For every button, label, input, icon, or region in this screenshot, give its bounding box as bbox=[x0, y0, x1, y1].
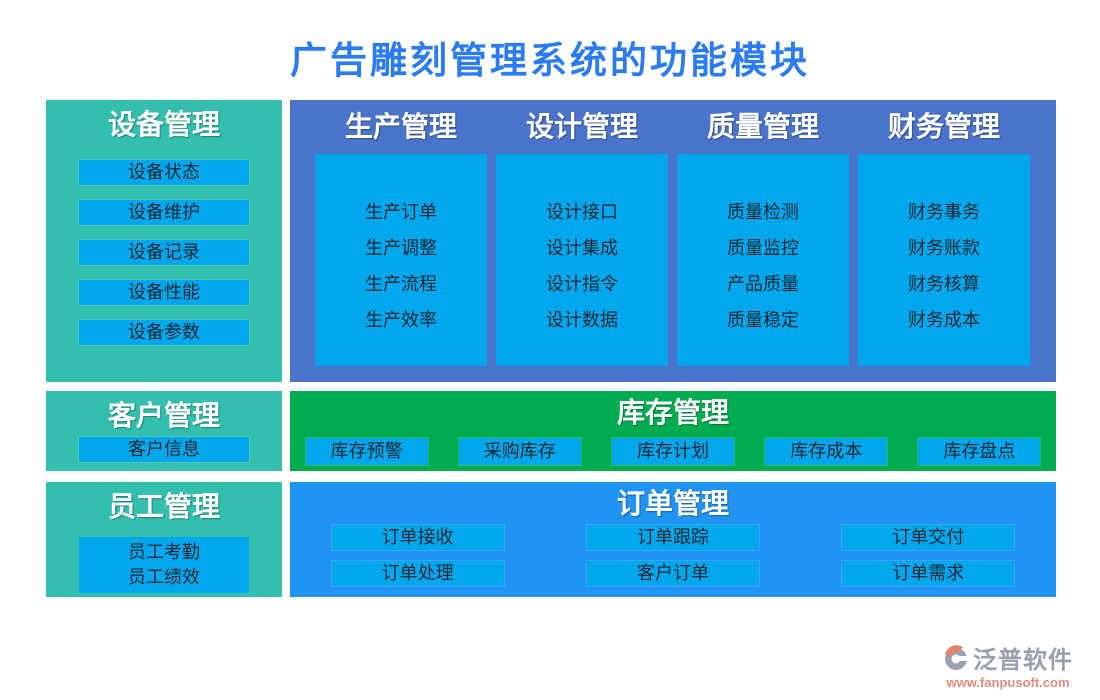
column-production-title: 生产管理 bbox=[344, 112, 457, 143]
panel-order: 订单管理 订单接收 订单跟踪 订单交付 订单处理 客户订单 订单需求 bbox=[290, 482, 1056, 597]
module-item-design-interface[interactable]: 设计接口 bbox=[546, 202, 618, 222]
module-item-employee-performance[interactable]: 员工绩效 bbox=[128, 567, 200, 587]
panel-customer-title: 客户管理 bbox=[107, 401, 220, 432]
module-item-finance-affairs[interactable]: 财务事务 bbox=[908, 202, 980, 222]
module-item-production-orders[interactable]: 生产订单 bbox=[365, 202, 437, 222]
module-chip-order-receive[interactable]: 订单接收 bbox=[331, 525, 504, 550]
employee-item-box: 员工考勤 员工绩效 bbox=[79, 537, 249, 593]
vendor-logo: 泛普软件 www.fanpusoft.com bbox=[928, 640, 1088, 690]
module-item-design-instructions[interactable]: 设计指令 bbox=[546, 274, 618, 294]
module-item-production-process[interactable]: 生产流程 bbox=[365, 274, 437, 294]
module-item-quality-stability[interactable]: 质量稳定 bbox=[727, 310, 799, 330]
panel-equipment-title: 设备管理 bbox=[107, 110, 220, 141]
module-chip-purchase-inventory[interactable]: 采购库存 bbox=[458, 438, 581, 465]
column-quality: 质量管理 质量检测 质量监控 产品质量 质量稳定 bbox=[677, 100, 849, 382]
module-chip-inventory-count[interactable]: 库存盘点 bbox=[918, 438, 1041, 465]
module-chip-order-processing[interactable]: 订单处理 bbox=[331, 561, 504, 586]
module-chip-equipment-performance[interactable]: 设备性能 bbox=[79, 280, 249, 305]
order-item-grid: 订单接收 订单跟踪 订单交付 订单处理 客户订单 订单需求 bbox=[290, 525, 1056, 586]
module-item-quality-inspection[interactable]: 质量检测 bbox=[727, 202, 799, 222]
module-chip-inventory-plan[interactable]: 库存计划 bbox=[612, 438, 734, 465]
card-design: 设计接口 设计集成 设计指令 设计数据 bbox=[496, 154, 668, 366]
module-chip-equipment-records[interactable]: 设备记录 bbox=[79, 240, 249, 265]
module-item-production-adjustment[interactable]: 生产调整 bbox=[365, 238, 437, 258]
module-item-quality-monitoring[interactable]: 质量监控 bbox=[727, 238, 799, 258]
equipment-item-list: 设备状态 设备维护 设备记录 设备性能 设备参数 bbox=[46, 160, 282, 345]
module-item-finance-accounts[interactable]: 财务账款 bbox=[908, 238, 980, 258]
panel-customer: 客户管理 客户信息 bbox=[46, 391, 282, 471]
module-item-finance-cost[interactable]: 财务成本 bbox=[908, 310, 980, 330]
column-finance: 财务管理 财务事务 财务账款 财务核算 财务成本 bbox=[858, 100, 1030, 382]
card-production: 生产订单 生产调整 生产流程 生产效率 bbox=[315, 154, 487, 366]
panel-order-title: 订单管理 bbox=[616, 489, 729, 520]
module-chip-equipment-parameters[interactable]: 设备参数 bbox=[79, 320, 249, 345]
panel-inventory-title: 库存管理 bbox=[616, 398, 729, 429]
module-item-design-integration[interactable]: 设计集成 bbox=[546, 238, 618, 258]
vendor-logo-text: 泛普软件 bbox=[973, 647, 1073, 674]
module-chip-customer-info[interactable]: 客户信息 bbox=[79, 437, 249, 462]
module-chip-inventory-cost[interactable]: 库存成本 bbox=[765, 438, 888, 465]
panel-equipment: 设备管理 设备状态 设备维护 设备记录 设备性能 设备参数 bbox=[46, 100, 282, 382]
module-item-finance-accounting[interactable]: 财务核算 bbox=[908, 274, 980, 294]
module-item-product-quality[interactable]: 产品质量 bbox=[727, 274, 799, 294]
column-production: 生产管理 生产订单 生产调整 生产流程 生产效率 bbox=[315, 100, 487, 382]
module-chip-inventory-alert[interactable]: 库存预警 bbox=[305, 438, 428, 465]
module-chip-order-tracking[interactable]: 订单跟踪 bbox=[586, 525, 759, 550]
column-design-title: 设计管理 bbox=[525, 112, 638, 143]
column-quality-title: 质量管理 bbox=[706, 112, 819, 143]
module-chip-order-demand[interactable]: 订单需求 bbox=[842, 561, 1015, 586]
column-design: 设计管理 设计接口 设计集成 设计指令 设计数据 bbox=[496, 100, 668, 382]
panel-employee: 员工管理 员工考勤 员工绩效 bbox=[46, 482, 282, 597]
vendor-logo-icon bbox=[943, 644, 969, 671]
panel-inventory: 库存管理 库存预警 采购库存 库存计划 库存成本 库存盘点 bbox=[290, 391, 1056, 471]
column-finance-title: 财务管理 bbox=[887, 112, 1000, 143]
card-finance: 财务事务 财务账款 财务核算 财务成本 bbox=[858, 154, 1030, 366]
module-chip-order-delivery[interactable]: 订单交付 bbox=[842, 525, 1015, 550]
module-chip-equipment-maintenance[interactable]: 设备维护 bbox=[79, 200, 249, 225]
module-item-design-data[interactable]: 设计数据 bbox=[546, 310, 618, 330]
inventory-item-row: 库存预警 采购库存 库存计划 库存成本 库存盘点 bbox=[290, 438, 1056, 465]
module-item-production-efficiency[interactable]: 生产效率 bbox=[365, 310, 437, 330]
card-quality: 质量检测 质量监控 产品质量 质量稳定 bbox=[677, 154, 849, 366]
panel-main-modules: 生产管理 生产订单 生产调整 生产流程 生产效率 设计管理 设计接口 设计集成 … bbox=[290, 100, 1056, 382]
page-title: 广告雕刻管理系统的功能模块 bbox=[290, 41, 810, 82]
module-chip-equipment-status[interactable]: 设备状态 bbox=[79, 160, 249, 185]
vendor-logo-url[interactable]: www.fanpusoft.com bbox=[946, 675, 1070, 690]
panel-employee-title: 员工管理 bbox=[107, 492, 220, 523]
module-item-employee-attendance[interactable]: 员工考勤 bbox=[128, 542, 200, 562]
module-chip-customer-order[interactable]: 客户订单 bbox=[586, 561, 759, 586]
